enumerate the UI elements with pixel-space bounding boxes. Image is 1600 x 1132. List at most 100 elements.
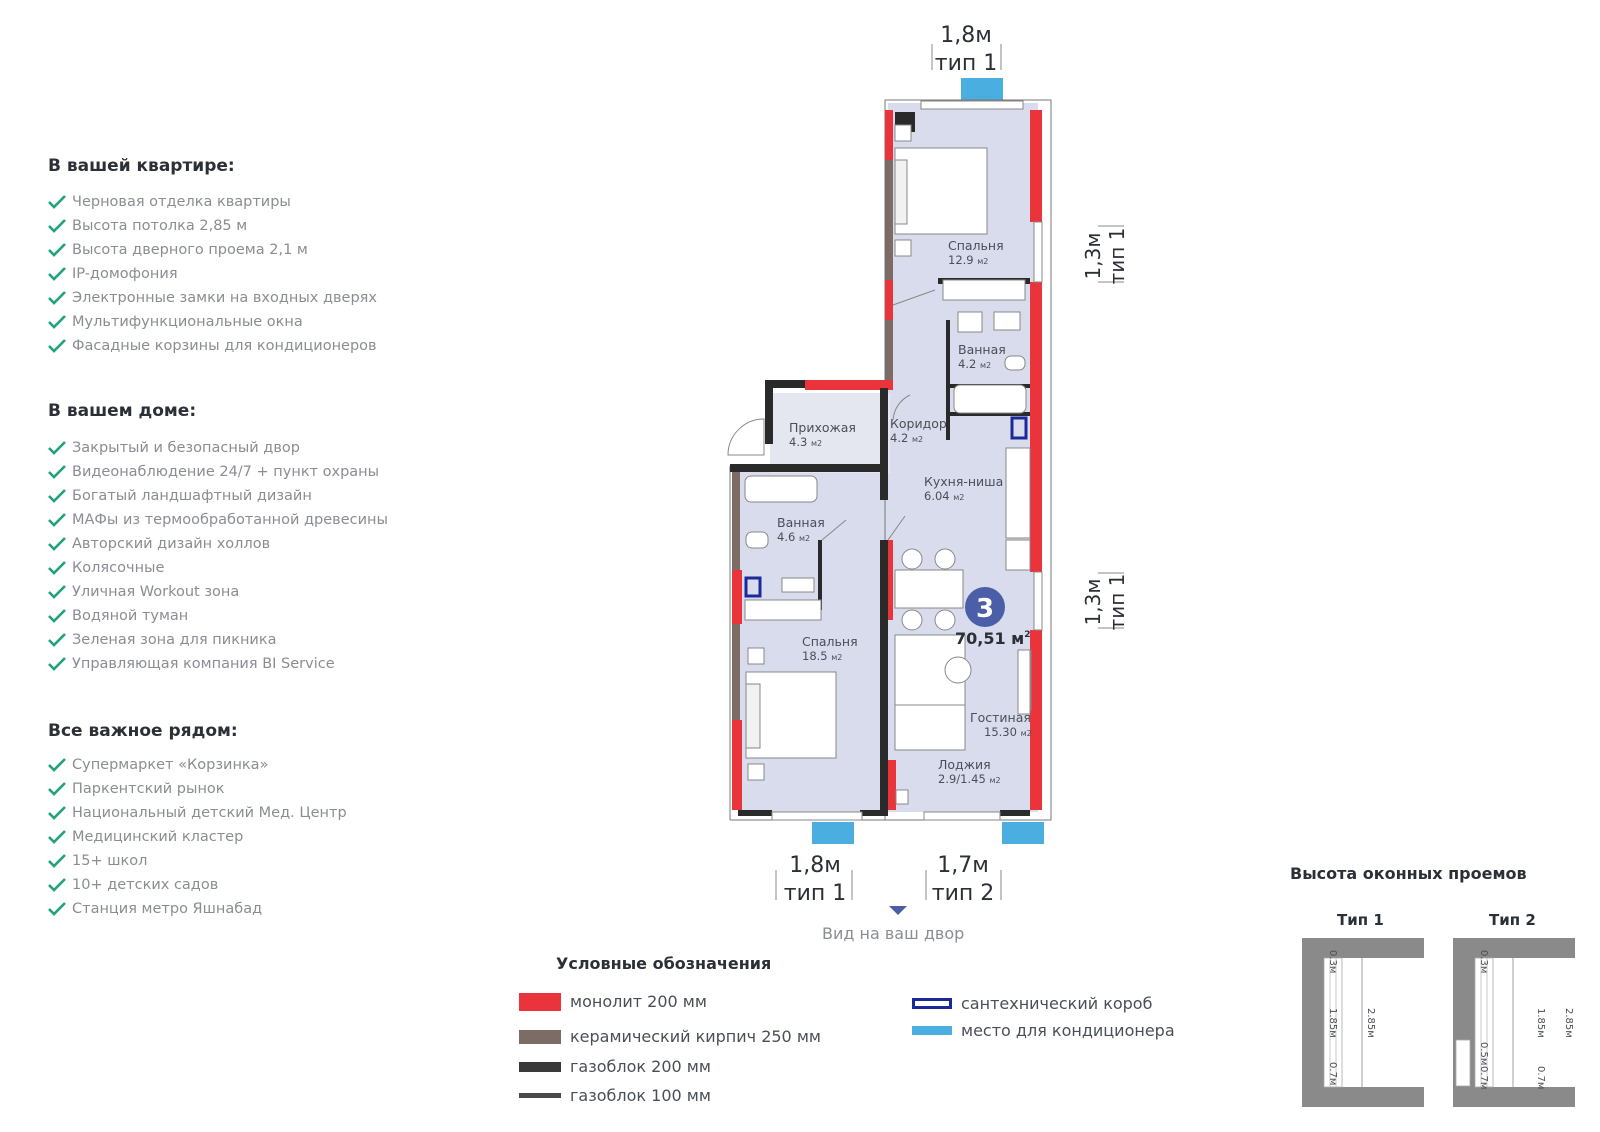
room-area-value: 4.3 [789,435,807,449]
room-area-unit: м2 [912,435,923,444]
ac-units [812,78,1044,844]
room-area-unit: м2 [953,493,964,502]
legend-title: Условные обозначения [556,954,772,973]
check-icon [48,561,66,575]
window-type: тип 1 [1105,228,1129,285]
list-item: Паркентский рынок [48,777,347,801]
legend-label: место для кондиционера [961,1021,1175,1040]
list-item: Станция метро Яшнабад [48,897,347,921]
list-item-text: Супермаркет «Корзинка» [72,757,269,773]
room-name: Кухня-ниша [924,474,1003,489]
room-area-unit: м2 [831,653,842,662]
room-area-value: 4.2 [890,431,908,445]
list-item: 15+ школ [48,849,347,873]
view-arrow-icon [889,906,907,915]
dimension-lines [775,44,1124,900]
list-item: Медицинский кластер [48,825,347,849]
dim-label: 1.85м [1327,1008,1338,1038]
section-title-apartment: В вашей квартире: [48,156,235,176]
room-area: 4.2 м2 [958,357,991,371]
check-icon [48,633,66,647]
room-name: Гостиная [970,710,1031,725]
room-labels: Спальня 12.9 м2 Ванная 4.2 м2 Прихожая 4… [777,238,1032,786]
check-icon [48,830,66,844]
check-icon [48,219,66,233]
check-icon [48,267,66,281]
window-size: 1,3м [1081,579,1105,626]
check-icon [48,585,66,599]
window-section-type2: 0.3м 1.85м 0.5м 0.7м 0.7м 2.85м [1453,938,1575,1107]
legend-label: монолит 200 мм [570,992,707,1011]
check-icon [48,315,66,329]
list-item-text: Закрытый и безопасный двор [72,440,300,456]
list-item-text: Черновая отделка квартиры [72,194,291,210]
monolith-walls [732,110,1042,810]
list-item-text: IP-домофония [72,266,178,282]
list-item-text: Электронные замки на входных дверях [72,290,377,306]
legend-swatch [519,1061,561,1072]
list-item-text: Высота дверного проема 2,1 м [72,242,308,258]
list-item: Фасадные корзины для кондиционеров [48,334,377,358]
legend-swatch [519,1029,561,1044]
room-name: Коридор [890,416,947,431]
check-icon [48,854,66,868]
legend-label: газоблок 100 мм [570,1086,711,1105]
list-item-text: Фасадные корзины для кондиционеров [72,338,377,354]
room-area-value: 6.04 [924,489,950,503]
check-icon [48,441,66,455]
check-icon [48,291,66,305]
list-item: Колясочные [48,556,388,580]
room-area-unit: м2 [989,776,1000,785]
list-item: IP-домофония [48,262,377,286]
list-item: Водяной туман [48,604,388,628]
room-area-value: 12.9 [948,253,974,267]
check-icon [48,195,66,209]
legend-label: газоблок 200 мм [570,1057,711,1076]
window-size: 1,3м [1081,233,1105,280]
dim-label: 2.85м [1365,1008,1376,1038]
apartment-features-list: Черновая отделка квартиры Высота потолка… [48,190,377,358]
total-area-sup: 2 [1024,630,1030,640]
check-icon [48,609,66,623]
window-type: тип 1 [935,51,998,76]
list-item-text: Мультифункциональные окна [72,314,303,330]
legend-label: керамический кирпич 250 мм [570,1027,821,1046]
check-icon [48,806,66,820]
legend-item-gasblock-200: газоблок 200 мм [519,1057,711,1076]
room-area: 4.6 м2 [777,530,810,544]
window-size: 1,7м [937,853,989,878]
house-features-list: Закрытый и безопасный двор Видеонаблюден… [48,436,388,676]
room-area-unit: м2 [980,361,991,370]
window-section-type1: 0.3м 1.85м 0.7м 2.85м [1302,938,1424,1107]
list-item: Высота дверного проема 2,1 м [48,238,377,262]
list-item-text: Медицинский кластер [72,829,244,845]
list-item: Черновая отделка квартиры [48,190,377,214]
list-item: МАФы из термообработанной древесины [48,508,388,532]
furniture [744,124,1032,805]
room-count: 3 [976,594,994,624]
list-item-text: Авторский дизайн холлов [72,536,271,552]
list-item: Национальный детский Мед. Центр [48,801,347,825]
total-area: 70,51 м2 [955,629,1031,648]
list-item: Супермаркет «Корзинка» [48,753,347,777]
legend-item-brick: керамический кирпич 250 мм [519,1027,821,1046]
apartment-entrance-step [770,393,890,473]
nearby-list: Супермаркет «Корзинка» Паркентский рынок… [48,753,347,921]
list-item: Электронные замки на входных дверях [48,286,377,310]
window-type-1-title: Тип 1 [1337,911,1384,929]
window-type: тип 1 [784,881,847,906]
room-area-value: 2.9/1.45 [938,772,986,786]
dim-label: 0.5м [1478,1042,1489,1065]
list-item-text: Станция метро Яшнабад [72,901,263,917]
room-count-badge [965,587,1005,627]
window-type: тип 2 [932,881,995,906]
room-area: 12.9 м2 [948,253,988,267]
check-icon [48,878,66,892]
legend-item-ac-place: место для кондиционера [912,1021,1175,1040]
room-area-value: 4.6 [777,530,795,544]
list-item: Закрытый и безопасный двор [48,436,388,460]
window-type: тип 1 [1105,574,1129,631]
room-area: 15.30 м2 [984,725,1032,739]
